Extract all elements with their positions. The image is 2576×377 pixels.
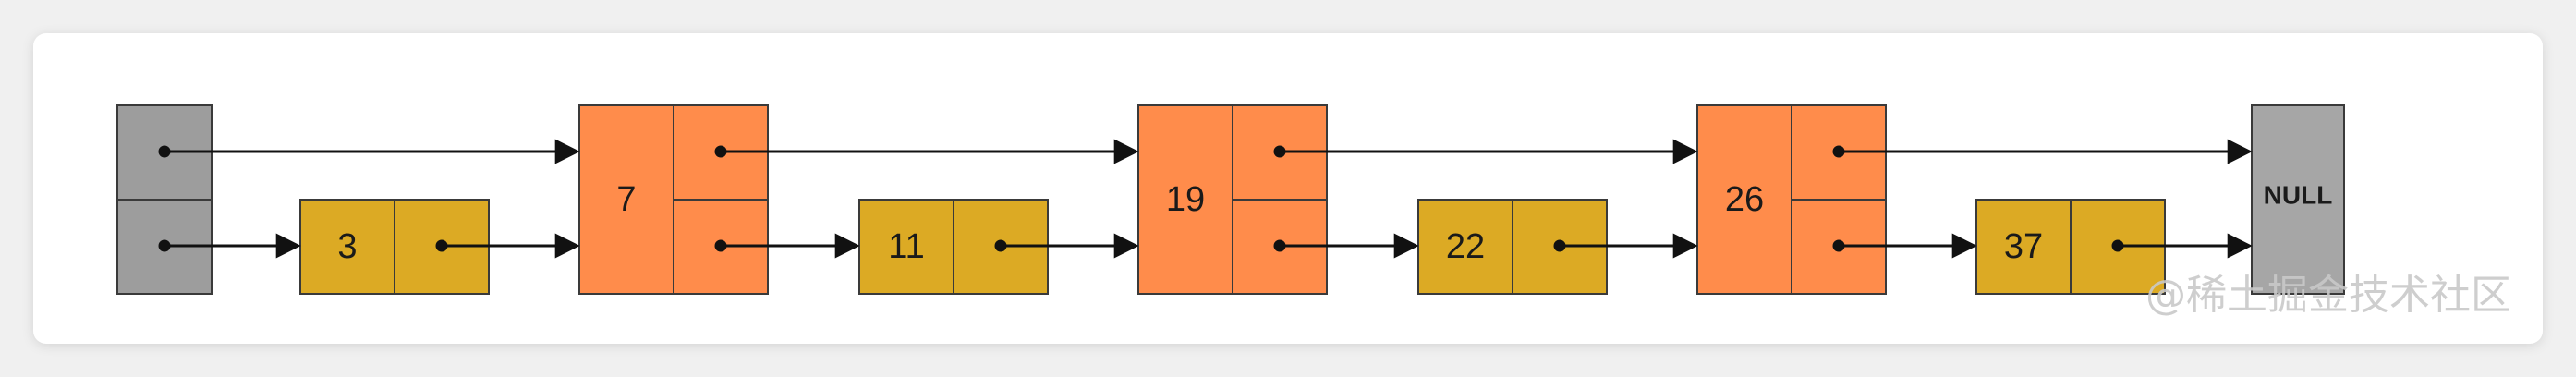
- node-19-value-cell: [1137, 104, 1233, 295]
- node-7-value: 7: [616, 180, 636, 219]
- node-37-value: 37: [2004, 227, 2043, 266]
- node-22-value: 22: [1446, 227, 1485, 266]
- node-19-value: 19: [1166, 180, 1205, 219]
- node-3-value: 3: [337, 227, 357, 266]
- node-22-value-cell: [1417, 199, 1513, 295]
- node-11-value: 11: [888, 227, 924, 266]
- watermark-text: @稀土掘金技术社区: [2145, 272, 2511, 319]
- node-7-value-cell: [578, 104, 674, 295]
- null-node-box: [2251, 104, 2345, 295]
- pointer-arrows: [158, 139, 2253, 259]
- node-26-value-cell: [1696, 104, 1792, 295]
- node-26-value: 26: [1725, 180, 1764, 219]
- node-37-value-cell: [1975, 199, 2072, 295]
- node-11-value-cell: [858, 199, 954, 295]
- null-node-label: NULL: [2264, 180, 2333, 209]
